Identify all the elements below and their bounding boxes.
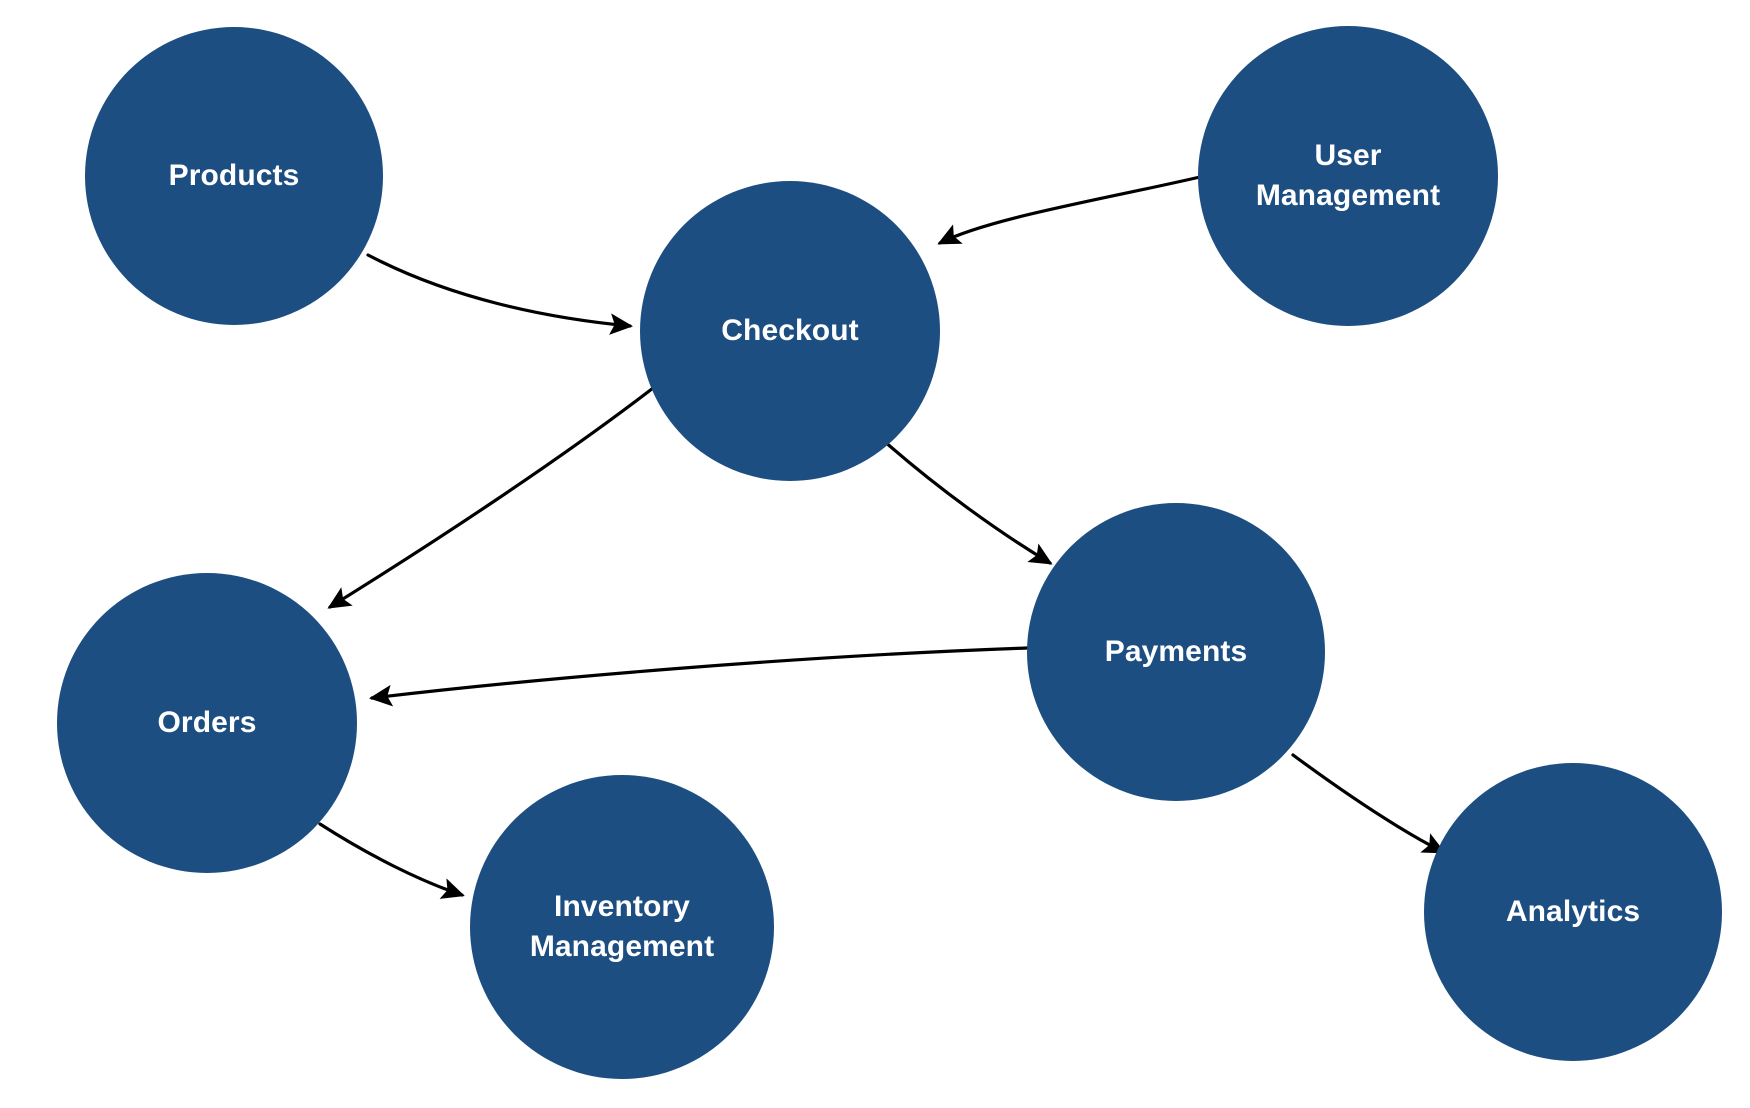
node-orders[interactable]: Orders xyxy=(57,573,357,873)
node-label-payments: Payments xyxy=(1104,635,1248,669)
node-inventory[interactable]: Inventory Management xyxy=(470,775,774,1079)
node-label-products: Products xyxy=(168,159,300,193)
node-products[interactable]: Products xyxy=(85,27,383,325)
node-label-inventory: Inventory Management xyxy=(529,890,715,963)
node-label-analytics: Analytics xyxy=(1505,895,1641,929)
edge-checkout-to-orders xyxy=(327,383,659,609)
edge-payments-to-analytics xyxy=(1291,753,1446,854)
edge-checkout-to-payments xyxy=(882,439,1053,565)
node-label-checkout: Checkout xyxy=(721,314,859,348)
edge-products-to-checkout xyxy=(366,253,633,335)
node-label-orders: Orders xyxy=(157,706,257,740)
node-user_mgmt[interactable]: User Management xyxy=(1198,26,1498,326)
edge-user_mgmt-to-checkout xyxy=(937,175,1202,245)
node-payments[interactable]: Payments xyxy=(1027,503,1325,801)
node-analytics[interactable]: Analytics xyxy=(1424,763,1722,1061)
edge-payments-to-orders xyxy=(369,646,1029,707)
node-label-user_mgmt: User Management xyxy=(1255,139,1441,212)
edge-group xyxy=(318,175,1446,899)
node-checkout[interactable]: Checkout xyxy=(640,181,940,481)
edge-orders-to-inventory xyxy=(318,822,465,899)
